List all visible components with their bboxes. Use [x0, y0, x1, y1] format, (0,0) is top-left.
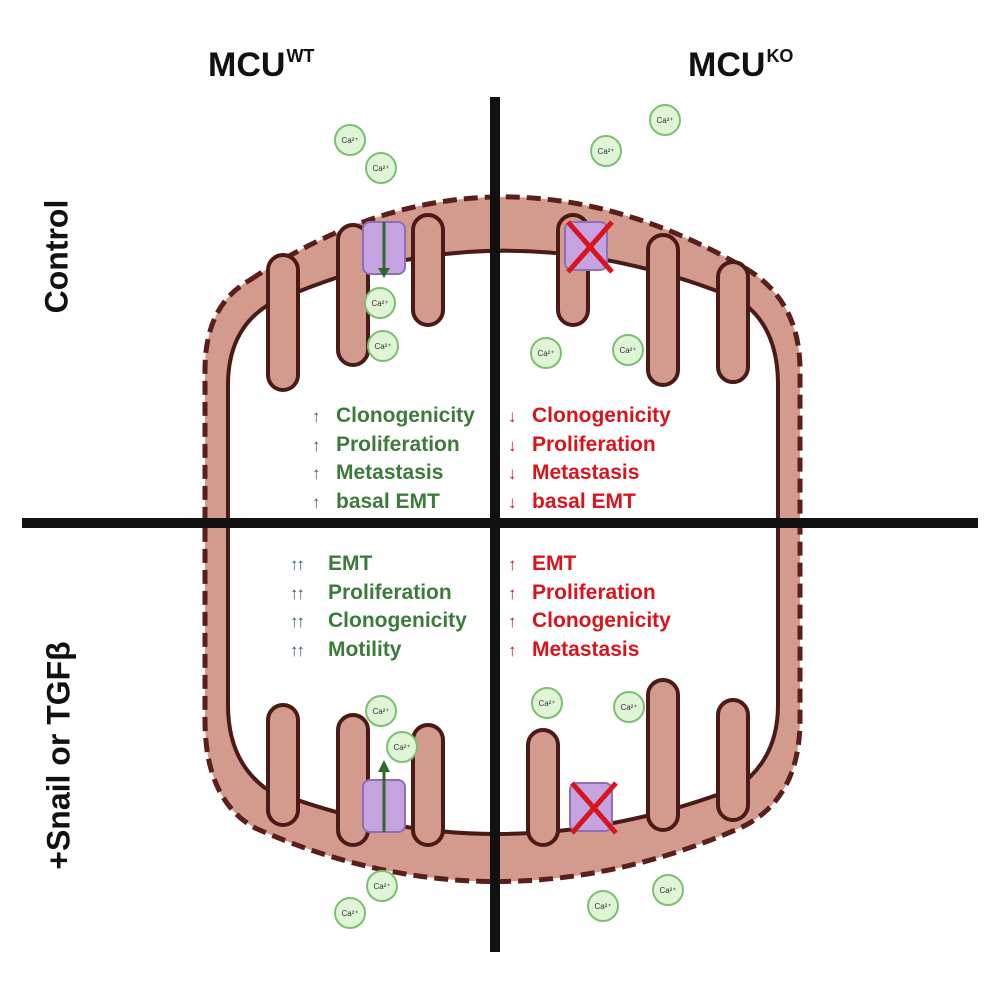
calcium-ion-label: Ca²⁺	[372, 707, 389, 716]
calcium-ion-label: Ca²⁺	[620, 703, 637, 712]
list-item: ↑Clonogenicity	[312, 402, 475, 431]
list-item: ↑basal EMT	[312, 488, 475, 517]
list-item: ↑↑EMT	[290, 550, 467, 579]
decrease-arrow-icon: ↓	[508, 435, 517, 455]
row-label-treated: +Snail or TGFβ	[40, 641, 77, 870]
calcium-ion-icon: Ca²⁺	[367, 330, 399, 362]
decrease-arrow-icon: ↓	[508, 407, 517, 426]
row-label-control: Control	[38, 199, 75, 314]
calcium-ion-icon: Ca²⁺	[366, 870, 398, 902]
inner-membrane	[226, 248, 780, 836]
calcium-ion-label: Ca²⁺	[371, 299, 388, 308]
calcium-ion-icon: Ca²⁺	[587, 890, 619, 922]
list-item: ↑↑Clonogenicity	[290, 607, 467, 636]
mcu-channel-ko-bottom	[569, 781, 618, 835]
double-increase-arrow-icon: ↑↑	[290, 640, 305, 660]
wt-control-effects: ↑Clonogenicity ↑Proliferation ↑Metastasi…	[312, 402, 475, 516]
calcium-ion-icon: Ca²⁺	[612, 334, 644, 366]
calcium-ion-icon: Ca²⁺	[613, 691, 645, 723]
cristae-bottom	[266, 678, 750, 847]
horizontal-divider	[22, 518, 978, 528]
increase-arrow-icon: ↑	[312, 464, 321, 483]
increase-arrow-icon: ↑	[312, 435, 321, 455]
increase-arrow-icon: ↑	[312, 492, 321, 512]
wt-treated-effects: ↑↑EMT ↑↑Proliferation ↑↑Clonogenicity ↑↑…	[290, 550, 467, 664]
calcium-ion-label: Ca²⁺	[372, 164, 389, 173]
calcium-ion-label: Ca²⁺	[393, 743, 410, 752]
list-item: ↑Proliferation	[312, 431, 475, 460]
list-item: ↓basal EMT	[508, 488, 671, 517]
list-item: ↓Proliferation	[508, 431, 671, 460]
calcium-ions: Ca²⁺ Ca²⁺ Ca²⁺ Ca²⁺ Ca²⁺ Ca²⁺ Ca²⁺ Ca²⁺ Ca²⁺ Ca²⁺…	[334, 104, 684, 929]
mcu-channel-wt-bottom	[362, 760, 406, 833]
list-item: ↓Metastasis	[508, 459, 671, 488]
increase-arrow-icon: ↑	[508, 612, 517, 631]
list-item: ↑Clonogenicity	[508, 607, 671, 636]
list-item: ↑↑Proliferation	[290, 579, 467, 608]
calcium-ion-label: Ca²⁺	[619, 346, 636, 355]
double-increase-arrow-icon: ↑↑	[290, 612, 305, 631]
calcium-ion-icon: Ca²⁺	[386, 731, 418, 763]
calcium-ion-label: Ca²⁺	[341, 136, 358, 145]
mcu-channel-wt-top	[362, 221, 406, 278]
calcium-ion-label: Ca²⁺	[341, 909, 358, 918]
list-item: ↓Clonogenicity	[508, 402, 671, 431]
calcium-ion-icon: Ca²⁺	[530, 337, 562, 369]
decrease-arrow-icon: ↓	[508, 464, 517, 483]
calcium-ion-label: Ca²⁺	[594, 902, 611, 911]
calcium-ion-label: Ca²⁺	[537, 349, 554, 358]
calcium-ion-icon: Ca²⁺	[590, 135, 622, 167]
ko-treated-effects: ↑EMT ↑Proliferation ↑Clonogenicity ↑Meta…	[508, 550, 671, 664]
increase-arrow-icon: ↑	[508, 555, 517, 574]
header-mcu-ko: MCUKO	[688, 46, 794, 84]
calcium-ion-label: Ca²⁺	[373, 882, 390, 891]
calcium-ion-label: Ca²⁺	[656, 116, 673, 125]
calcium-ion-icon: Ca²⁺	[531, 687, 563, 719]
calcium-ion-label: Ca²⁺	[538, 699, 555, 708]
ko-control-effects: ↓Clonogenicity ↓Proliferation ↓Metastasi…	[508, 402, 671, 516]
increase-arrow-icon: ↑	[508, 583, 517, 603]
calcium-ion-label: Ca²⁺	[659, 886, 676, 895]
increase-arrow-icon: ↑	[508, 640, 517, 660]
calcium-ion-icon: Ca²⁺	[334, 897, 366, 929]
increase-arrow-icon: ↑	[312, 407, 321, 426]
calcium-ion-icon: Ca²⁺	[649, 104, 681, 136]
list-item: ↑Metastasis	[312, 459, 475, 488]
list-item: ↑Proliferation	[508, 579, 671, 608]
mcu-channel-ko-top	[564, 220, 614, 274]
calcium-ion-icon: Ca²⁺	[334, 124, 366, 156]
calcium-ion-label: Ca²⁺	[374, 342, 391, 351]
decrease-arrow-icon: ↓	[508, 492, 517, 512]
list-item: ↑↑Motility	[290, 636, 467, 665]
calcium-ion-icon: Ca²⁺	[365, 695, 397, 727]
list-item: ↑Metastasis	[508, 636, 671, 665]
double-increase-arrow-icon: ↑↑	[290, 555, 305, 574]
calcium-ion-icon: Ca²⁺	[364, 287, 396, 319]
list-item: ↑EMT	[508, 550, 671, 579]
calcium-ion-icon: Ca²⁺	[652, 874, 684, 906]
calcium-ion-icon: Ca²⁺	[365, 152, 397, 184]
double-increase-arrow-icon: ↑↑	[290, 583, 305, 603]
header-mcu-wt: MCUWT	[208, 46, 315, 84]
calcium-ion-label: Ca²⁺	[597, 147, 614, 156]
